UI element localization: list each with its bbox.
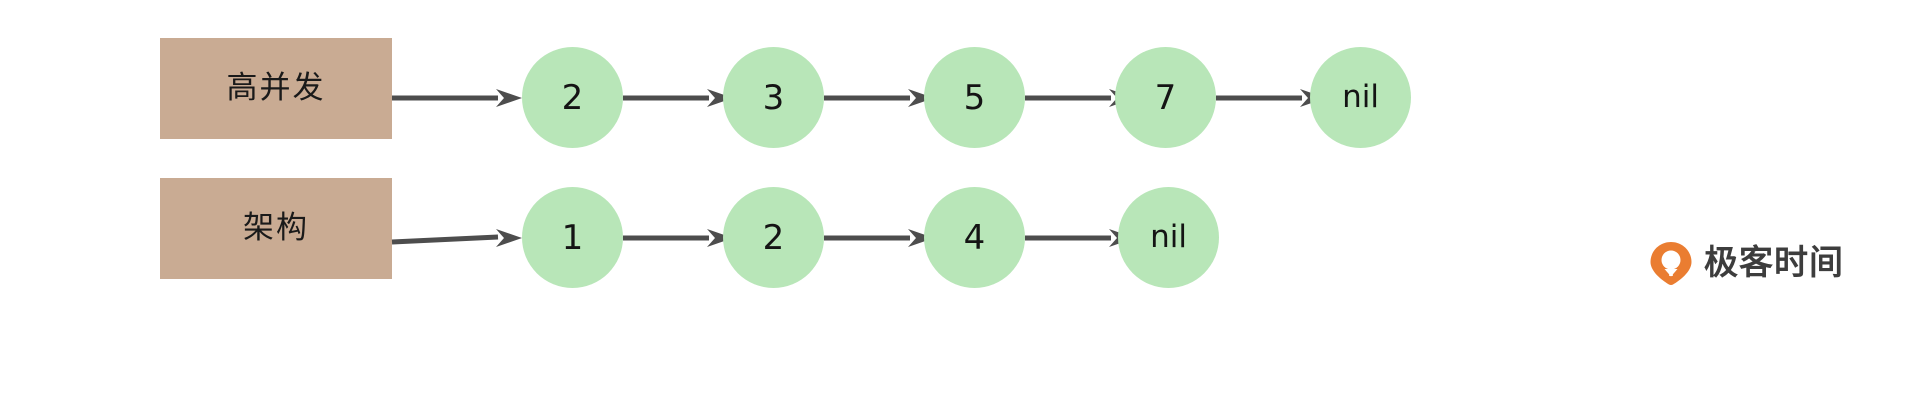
list-node: 1 xyxy=(522,187,623,288)
list-node-label: 2 xyxy=(561,77,584,118)
arrow-connector xyxy=(623,228,733,248)
arrow-connector xyxy=(623,88,733,108)
location-pin-icon xyxy=(1648,240,1694,286)
list-head-label: 高并发 xyxy=(226,70,326,106)
list-node-terminator: nil xyxy=(1310,47,1411,148)
list-node: 4 xyxy=(924,187,1025,288)
arrow-connector xyxy=(391,228,522,248)
list-node-label: 1 xyxy=(561,217,584,258)
list-node-label: 2 xyxy=(762,217,785,258)
arrow-connector xyxy=(824,228,934,248)
linked-list-row: 架构 1 2 4 xyxy=(0,178,1920,298)
list-head-box: 高并发 xyxy=(160,38,392,139)
list-node-label: 4 xyxy=(963,217,986,258)
list-head-label: 架构 xyxy=(243,210,309,246)
list-node-label: 3 xyxy=(762,77,785,118)
list-node: 5 xyxy=(924,47,1025,148)
list-node: 2 xyxy=(723,187,824,288)
list-node: 7 xyxy=(1115,47,1216,148)
watermark-label: 极客时间 xyxy=(1704,243,1844,283)
list-node: 2 xyxy=(522,47,623,148)
list-head-box: 架构 xyxy=(160,178,392,279)
list-node-label: nil xyxy=(1342,79,1379,115)
list-node-terminator: nil xyxy=(1118,187,1219,288)
watermark: 极客时间 xyxy=(1648,240,1844,286)
arrow-connector xyxy=(824,88,934,108)
list-node-label: 7 xyxy=(1154,77,1177,118)
arrow-connector xyxy=(392,88,522,108)
list-node-label: 5 xyxy=(963,77,986,118)
list-node-label: nil xyxy=(1150,219,1187,255)
list-node: 3 xyxy=(723,47,824,148)
linked-list-row: 高并发 2 3 5 xyxy=(0,38,1920,158)
